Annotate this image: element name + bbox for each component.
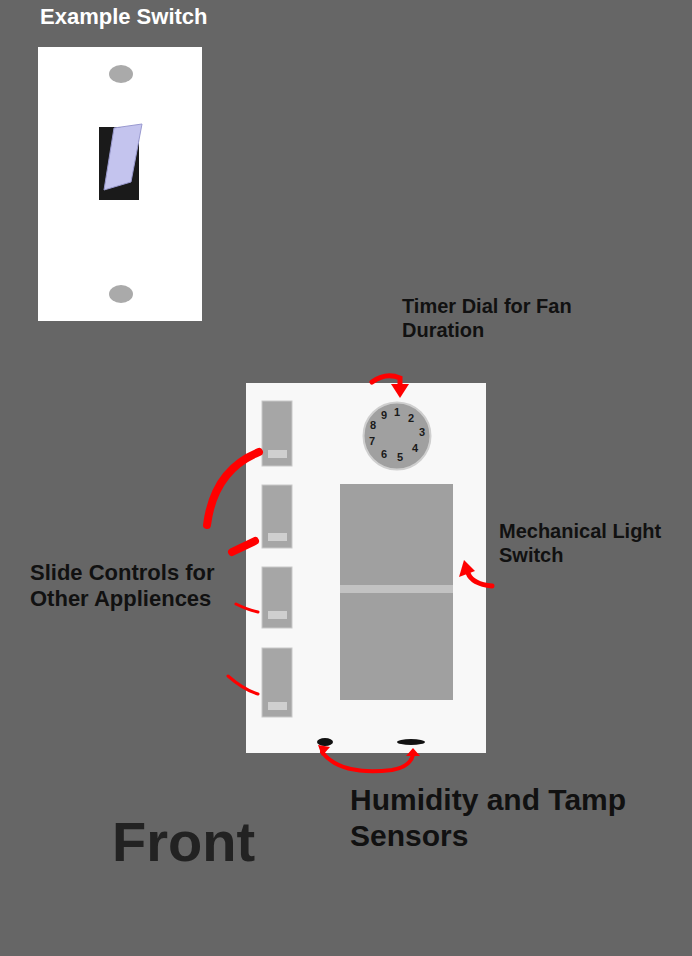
arrowhead [459, 560, 475, 577]
dial-number: 3 [419, 427, 425, 438]
slide-control [262, 567, 292, 628]
view-title: Front [112, 808, 312, 875]
arrowheads [318, 384, 475, 756]
view-title: Example Switch [40, 4, 270, 30]
dial-number: 7 [369, 436, 375, 447]
arrowhead [406, 748, 420, 756]
sensor [317, 738, 333, 746]
dial-number: 1 [394, 407, 400, 418]
dial-number: 9 [381, 410, 387, 421]
slide-arrow [207, 452, 259, 525]
toggle-lever [104, 124, 142, 190]
slide-knob [268, 450, 287, 458]
callout-label: Timer Dial for Fan Duration [402, 294, 577, 342]
dial-face [364, 403, 431, 470]
arrowhead [318, 745, 330, 756]
slide-knob [268, 611, 287, 619]
dial-number: 2 [408, 413, 414, 424]
slide-control [262, 485, 292, 548]
screw [109, 285, 133, 303]
slide-arrow [228, 676, 258, 694]
callout-label: Slide Controls for Other Appliences [30, 560, 254, 613]
switch-arrow [468, 573, 492, 586]
switch-seam [340, 585, 453, 593]
front-plate [246, 383, 486, 753]
callout-label: Mechanical Light Switch [499, 519, 687, 567]
slide-control [262, 648, 292, 717]
dial-number: 5 [397, 452, 403, 463]
slide-control [262, 401, 292, 466]
callout-label: Humidity and Tamp Sensors [350, 782, 686, 854]
arrowhead [391, 384, 409, 398]
timer-dial: 1234567 89 [362, 401, 432, 471]
light-switch [340, 484, 453, 700]
switch-plate [38, 47, 202, 321]
dial-number: 6 [381, 449, 387, 460]
sensor-arrow [322, 752, 413, 771]
slide-knob [268, 702, 287, 710]
screw [109, 65, 133, 83]
sensor [397, 739, 425, 745]
slide-knob [268, 533, 287, 541]
slide-arrow [232, 541, 255, 552]
slide-arrow [236, 604, 258, 612]
dial-number: 4 [412, 443, 418, 454]
callout-arrows [207, 376, 492, 771]
dial-number: 8 [370, 420, 376, 431]
